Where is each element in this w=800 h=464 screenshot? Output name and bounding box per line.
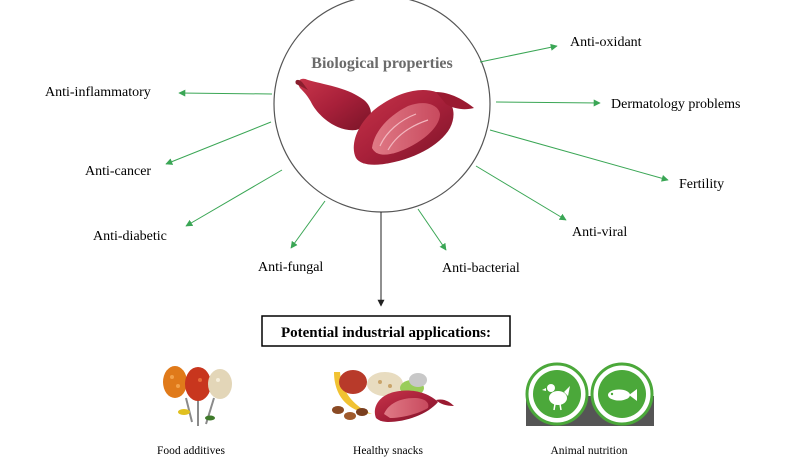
label-anti-diabetic: Anti-diabetic (93, 229, 167, 244)
applications-title-box: Potential industrial applications: (261, 315, 511, 347)
fish-icon (608, 389, 637, 401)
chicken-icon (542, 384, 570, 411)
caption-animal-nutrition: Animal nutrition (551, 445, 628, 457)
property-anti-bacterial: Anti-bacterial (417, 208, 520, 276)
arrow-anti-bacterial (417, 208, 447, 251)
label-anti-bacterial: Anti-bacterial (442, 261, 520, 276)
property-anti-inflammatory: Anti-inflammatory (45, 85, 273, 100)
caption-food-additives: Food additives (157, 445, 226, 457)
arrow-anti-viral (475, 165, 567, 221)
spice-spoons-icon (163, 366, 232, 426)
arrow-anti-cancer (165, 121, 272, 165)
property-anti-oxidant: Anti-oxidant (479, 35, 642, 63)
property-dermatology-problems: Dermatology problems (495, 97, 740, 112)
label-fertility: Fertility (679, 177, 724, 192)
label-anti-viral: Anti-viral (572, 225, 627, 240)
arrow-dermatology-problems (495, 99, 601, 107)
label-anti-cancer: Anti-cancer (85, 164, 151, 179)
applications-title: Potential industrial applications: (281, 325, 491, 341)
property-anti-diabetic: Anti-diabetic (93, 169, 283, 244)
snacks-icon (332, 370, 454, 422)
label-anti-fungal: Anti-fungal (258, 260, 323, 275)
center-node: Biological properties (273, 0, 491, 213)
center-title: Biological properties (311, 55, 452, 72)
shallot-image (295, 78, 474, 165)
arrow-fertility (489, 129, 669, 182)
arrow-anti-diabetic (185, 169, 283, 227)
arrow-anti-fungal (290, 200, 326, 249)
label-dermatology-problems: Dermatology problems (611, 97, 740, 112)
property-anti-fungal: Anti-fungal (258, 200, 326, 275)
property-anti-cancer: Anti-cancer (85, 121, 272, 179)
property-anti-viral: Anti-viral (475, 165, 627, 240)
caption-healthy-snacks: Healthy snacks (353, 445, 423, 457)
arrow-anti-inflammatory (178, 89, 273, 97)
label-anti-oxidant: Anti-oxidant (570, 35, 642, 50)
arrow-anti-oxidant (479, 43, 558, 63)
animal-nutrition-icon (525, 362, 654, 426)
property-fertility: Fertility (489, 129, 724, 192)
label-anti-inflammatory: Anti-inflammatory (45, 85, 151, 100)
